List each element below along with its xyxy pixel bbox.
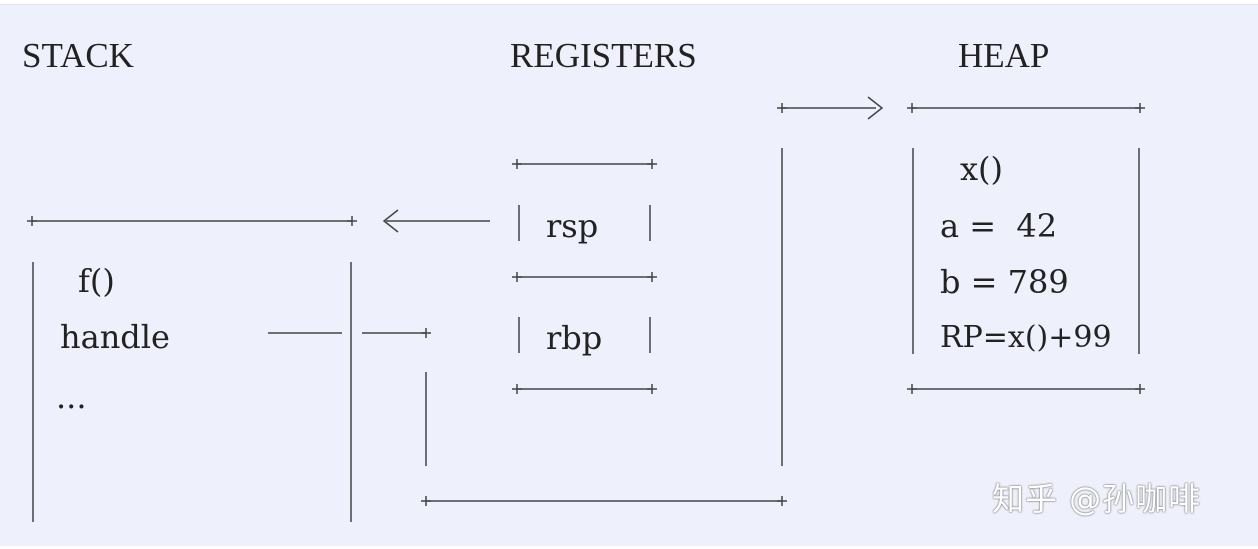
rsp-arrow-head: [382, 209, 399, 233]
heap-header: HEAP: [958, 36, 1050, 75]
stack-frame-ellipsis: ...: [56, 378, 87, 416]
heap-field-a: a = 42: [940, 207, 1058, 245]
stack-frame-handle: handle: [60, 318, 170, 356]
stack-frame-function: f(): [78, 262, 115, 300]
heap-field-b: b = 789: [940, 263, 1069, 301]
registers-header: REGISTERS: [510, 36, 697, 75]
watermark: 知乎 @孙咖啡: [992, 480, 1202, 518]
heap-arrow-head: [867, 96, 884, 120]
heap-field-rp: RP=x()+99: [940, 320, 1112, 355]
diagram-canvas: [0, 4, 1258, 546]
heap-object-function: x(): [960, 150, 1004, 188]
stack-header: STACK: [22, 36, 134, 75]
register-rsp: rsp: [546, 207, 599, 245]
register-rbp: rbp: [546, 319, 603, 357]
